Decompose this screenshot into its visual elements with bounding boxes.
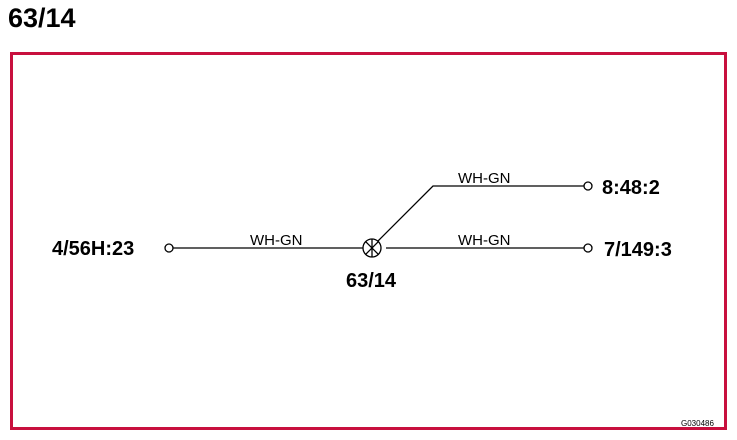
left-terminal-label: 4/56H:23 [52, 238, 134, 260]
page-title: 63/14 [8, 3, 76, 33]
upper-right-terminal-label: 8:48:2 [602, 177, 660, 199]
terminal-lower-right [583, 243, 593, 253]
terminal-upper-right [583, 181, 593, 191]
wire-upper-right [377, 185, 584, 242]
wire-upper-right-label: WH-GN [458, 170, 511, 187]
figure-id: G030486 [681, 419, 714, 428]
splice-icon [362, 238, 382, 258]
terminal-left [164, 243, 174, 253]
lower-right-terminal-label: 7/149:3 [604, 239, 672, 261]
wire-left-label: WH-GN [250, 232, 303, 249]
splice-label: 63/14 [346, 270, 397, 292]
wire-lower-right-label: WH-GN [458, 232, 511, 249]
diagram-frame [10, 52, 727, 430]
